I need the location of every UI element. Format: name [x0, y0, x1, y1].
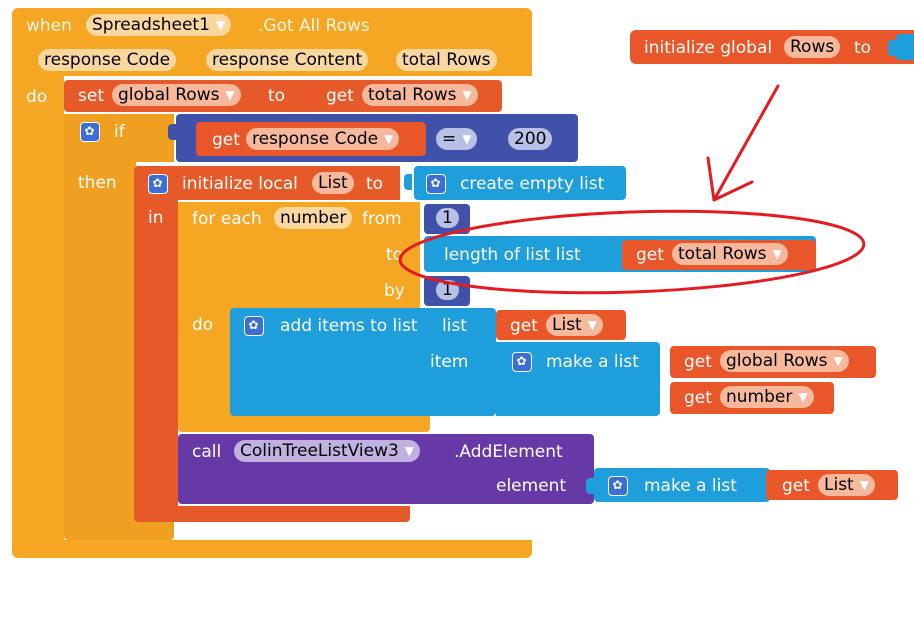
get-label: get — [782, 476, 810, 496]
chevron-down-icon: ▼ — [404, 444, 415, 458]
for-each-left-rail — [178, 312, 230, 416]
loop-var-field[interactable]: number — [274, 207, 353, 229]
chevron-down-icon: ▼ — [215, 18, 226, 32]
event-name: .Got All Rows — [258, 16, 370, 36]
do-label: do — [26, 87, 48, 107]
call-label: call — [192, 442, 222, 462]
get-total-rows-dropdown[interactable]: total Rows▼ — [362, 84, 478, 106]
init-local-left-rail — [134, 200, 178, 516]
if-gear-icon[interactable] — [80, 122, 100, 142]
list-view-component-dropdown[interactable]: ColinTreeListView3▼ — [234, 440, 421, 462]
to-label: to — [854, 38, 872, 58]
chevron-down-icon: ▼ — [384, 132, 394, 146]
total-rows-dropdown[interactable]: total Rows▼ — [672, 243, 788, 265]
param-total-rows[interactable]: total Rows — [396, 49, 497, 71]
length-of-list-label: length of list list — [444, 245, 581, 265]
socket-connector — [494, 130, 502, 146]
init-local-bottom — [134, 506, 410, 522]
for-each-label: for each — [192, 209, 262, 229]
chevron-down-icon: ▼ — [587, 318, 597, 332]
list-var-dropdown[interactable]: List▼ — [818, 474, 875, 496]
add-items-block[interactable] — [230, 308, 496, 416]
global-rows-dropdown[interactable]: global Rows▼ — [720, 350, 849, 372]
number-200-field[interactable]: 200 — [508, 128, 553, 150]
component-dropdown[interactable]: Spreadsheet1▼ — [86, 14, 232, 36]
chevron-down-icon: ▼ — [462, 88, 472, 102]
for-each-do-label: do — [192, 315, 214, 335]
from-value-field[interactable]: 1 — [436, 208, 459, 228]
param-response-code[interactable]: response Code — [38, 49, 177, 71]
to-label: to — [386, 245, 404, 265]
response-code-dropdown[interactable]: response Code▼ — [246, 128, 400, 150]
then-label: then — [78, 173, 117, 193]
event-block-left-rail — [12, 76, 64, 546]
get-label: get — [212, 130, 240, 150]
number-var-dropdown[interactable]: number▼ — [720, 386, 814, 408]
init-local-label: initialize local — [182, 174, 298, 194]
get-label: get — [636, 245, 664, 265]
global-var-dropdown[interactable]: global Rows▼ — [112, 84, 241, 106]
get-label: get — [326, 86, 354, 106]
create-empty-list-label: create empty list — [460, 174, 605, 194]
if-block-left-rail — [64, 162, 136, 530]
global-value-socket — [896, 34, 914, 60]
event-block-bottom — [12, 540, 532, 558]
by-value-field[interactable]: 1 — [436, 280, 459, 300]
chevron-down-icon: ▼ — [462, 132, 472, 146]
make-list-gear-icon[interactable] — [512, 352, 532, 372]
create-empty-list-block[interactable] — [414, 166, 626, 200]
socket-connector — [304, 88, 312, 104]
init-local-gear-icon[interactable] — [148, 174, 168, 194]
if-block-bottom — [64, 520, 174, 540]
add-items-gear-icon[interactable] — [244, 316, 264, 336]
from-label: from — [362, 209, 402, 229]
for-each-bottom — [178, 412, 430, 432]
in-label: in — [148, 208, 164, 228]
get-label: get — [684, 388, 712, 408]
list-var-dropdown[interactable]: List▼ — [546, 314, 603, 336]
init-global-label: initialize global — [644, 38, 773, 58]
element-param-label: element — [496, 476, 567, 496]
socket-connector — [888, 40, 896, 56]
socket-connector — [586, 478, 594, 494]
set-label: set — [78, 86, 104, 106]
annotation-arrow — [706, 84, 780, 202]
chevron-down-icon: ▼ — [225, 88, 235, 102]
make-a-list-label: make a list — [644, 476, 737, 496]
chevron-down-icon: ▼ — [859, 478, 869, 492]
create-list-gear-icon[interactable] — [426, 174, 446, 194]
to-label: to — [268, 86, 286, 106]
make-a-list-label: make a list — [546, 352, 639, 372]
init-local-block[interactable] — [134, 166, 400, 200]
make-list-gear-icon[interactable] — [608, 476, 628, 496]
global-var-name-field[interactable]: Rows — [784, 36, 841, 58]
init-global-block[interactable] — [630, 30, 914, 64]
socket-connector — [404, 174, 412, 190]
item-param-label: item — [430, 352, 469, 372]
socket-connector — [168, 124, 176, 140]
chevron-down-icon: ▼ — [772, 247, 782, 261]
list-param-label: list — [442, 316, 467, 336]
get-label: get — [684, 352, 712, 372]
by-label: by — [384, 281, 405, 301]
to-label: to — [366, 174, 384, 194]
method-label: .AddElement — [454, 442, 563, 462]
when-label: when — [26, 16, 72, 36]
get-label: get — [510, 316, 538, 336]
param-response-content[interactable]: response Content — [206, 49, 369, 71]
operator-dropdown[interactable]: =▼ — [436, 128, 478, 150]
chevron-down-icon: ▼ — [798, 390, 808, 404]
if-label: if — [114, 122, 125, 142]
add-items-label: add items to list — [280, 316, 418, 336]
chevron-down-icon: ▼ — [833, 354, 843, 368]
local-var-name-field[interactable]: List — [312, 172, 354, 194]
